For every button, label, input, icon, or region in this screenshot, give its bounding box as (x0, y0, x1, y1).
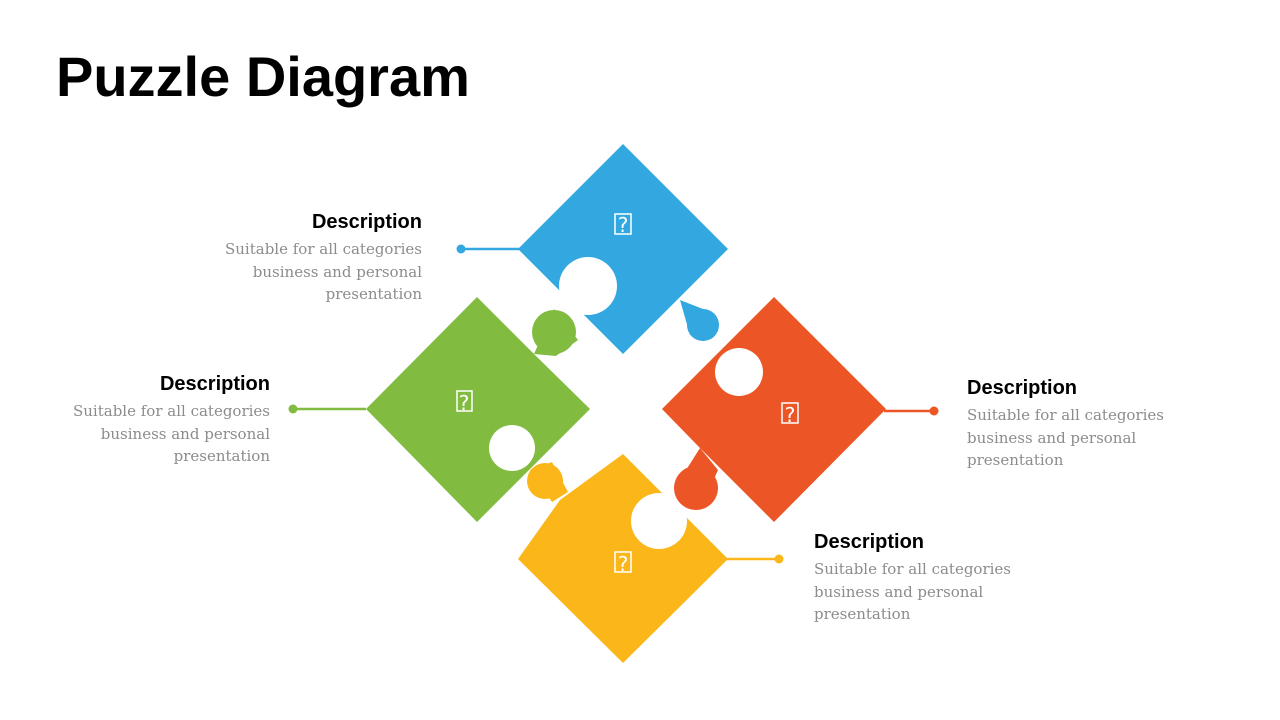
placeholder-glyph-icon: ? (618, 552, 629, 576)
placeholder-glyph-icon: ? (785, 403, 796, 427)
callout-bottom-right: Description Suitable for all categories … (814, 531, 1044, 626)
puzzle-piece-left: ? (366, 297, 590, 522)
callout-left: Description Suitable for all categories … (40, 373, 270, 468)
placeholder-glyph-icon: ? (459, 391, 470, 415)
callout-line: presentation (814, 605, 911, 623)
callout-line: presentation (173, 447, 270, 465)
callout-body: Suitable for all categories business and… (192, 238, 422, 306)
callout-line: Suitable for all categories (73, 402, 270, 420)
callout-right: Description Suitable for all categories … (967, 377, 1197, 472)
callout-body: Suitable for all categories business and… (814, 558, 1044, 626)
callout-line: Suitable for all categories (814, 560, 1011, 578)
callout-heading: Description (814, 531, 925, 553)
callout-heading: Description (967, 377, 1078, 399)
connector-bottom-right (726, 554, 784, 564)
callout-top-left: Description Suitable for all categories … (192, 211, 422, 306)
connector-dot (929, 406, 939, 416)
callout-line: presentation (967, 451, 1064, 469)
placeholder-glyph-icon: ? (618, 213, 629, 237)
callout-line: business and personal (252, 262, 422, 281)
callout-line: Suitable for all categories (225, 240, 422, 258)
puzzle-piece-right: ? (662, 297, 886, 522)
connector-left (288, 404, 366, 414)
callout-line: Suitable for all categories (967, 406, 1164, 424)
puzzle-piece-top: ? (518, 144, 728, 354)
callout-line: business and personal (100, 424, 270, 443)
callout-line: business and personal (814, 582, 984, 601)
puzzle-piece-bottom: ? (518, 454, 728, 663)
connector-right (884, 406, 939, 416)
connector-dot (456, 244, 466, 254)
callout-body: Suitable for all categories business and… (967, 404, 1197, 472)
callout-line: business and personal (967, 428, 1137, 447)
callout-body: Suitable for all categories business and… (40, 400, 270, 468)
connector-top-left (456, 244, 520, 254)
callout-heading: Description (311, 211, 422, 233)
connector-dot (288, 404, 298, 414)
callout-line: presentation (325, 285, 422, 303)
callout-heading: Description (159, 373, 270, 395)
connector-dot (774, 554, 784, 564)
slide-title: Puzzle Diagram (56, 45, 470, 108)
